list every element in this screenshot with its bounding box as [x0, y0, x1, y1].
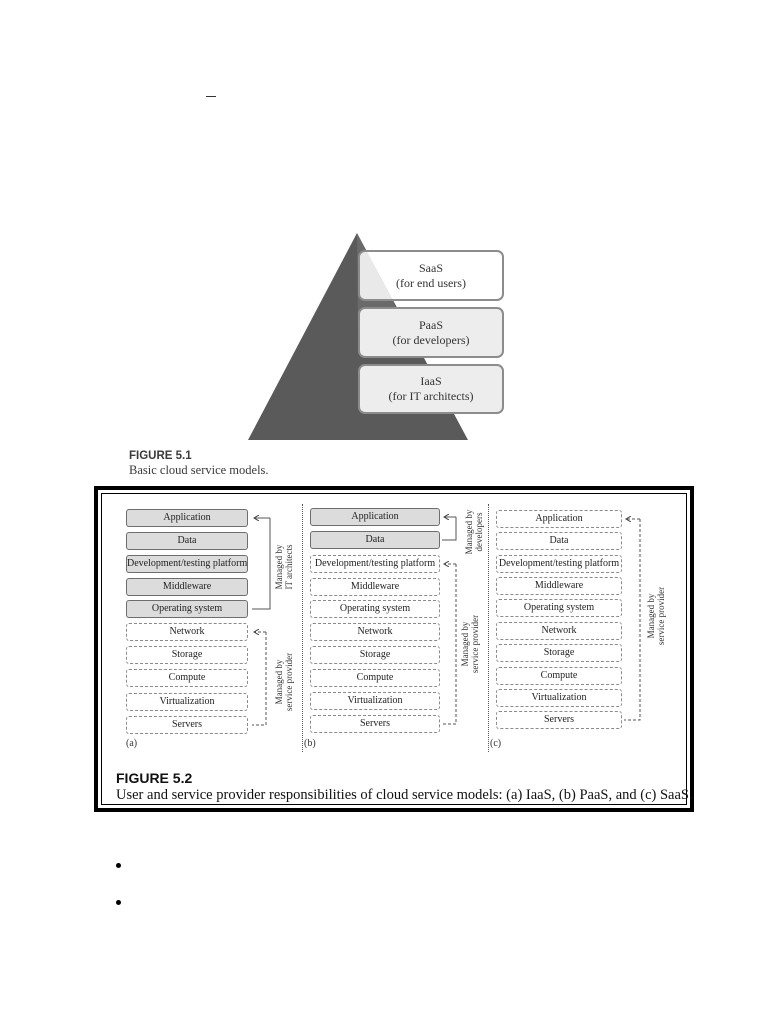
- panel-separator-ab: [302, 504, 303, 752]
- a-layer-middleware: Middleware: [126, 578, 248, 596]
- b-layer-compute: Compute: [310, 669, 440, 687]
- c-layer-middleware: Middleware: [496, 577, 622, 595]
- c-provider-label: Managed by service provider: [646, 586, 666, 646]
- saas-box: SaaS (for end users): [358, 250, 504, 301]
- b-layer-storage: Storage: [310, 646, 440, 664]
- b-user-label: Managed by developers: [464, 509, 484, 555]
- a-layer-os: Operating system: [126, 600, 248, 618]
- bullet-point-1: [116, 863, 121, 868]
- a-layer-network: Network: [126, 623, 248, 641]
- figure-5-2-caption: User and service provider responsibiliti…: [116, 787, 693, 803]
- c-layer-dev-platform: Development/testing platform: [496, 555, 622, 573]
- c-layer-virtualization: Virtualization: [496, 689, 622, 707]
- c-layer-application: Application: [496, 510, 622, 528]
- figure-5-2-number: FIGURE 5.2: [116, 770, 193, 786]
- iaas-box: IaaS (for IT architects): [358, 364, 504, 414]
- c-layer-os: Operating system: [496, 599, 622, 617]
- b-layer-os: Operating system: [310, 600, 440, 618]
- b-layer-dev-platform: Development/testing platform: [310, 555, 440, 573]
- saas-label: SaaS: [419, 260, 443, 275]
- a-layer-dev-platform: Development/testing platform: [126, 555, 248, 573]
- a-layer-servers: Servers: [126, 716, 248, 734]
- b-provider-label: Managed by service provider: [460, 614, 480, 674]
- b-layer-virtualization: Virtualization: [310, 692, 440, 710]
- c-layer-compute: Compute: [496, 667, 622, 685]
- iaas-label: IaaS: [420, 374, 442, 388]
- b-layer-middleware: Middleware: [310, 578, 440, 596]
- a-layer-data: Data: [126, 532, 248, 550]
- b-layer-data: Data: [310, 531, 440, 549]
- c-layer-network: Network: [496, 622, 622, 640]
- c-layer-data: Data: [496, 532, 622, 550]
- panel-c-label: (c): [490, 738, 502, 749]
- paas-audience: (for developers): [392, 332, 470, 347]
- a-layer-application: Application: [126, 509, 248, 527]
- figure-5-1-number: FIGURE 5.1: [129, 450, 192, 462]
- c-layer-storage: Storage: [496, 644, 622, 662]
- a-layer-storage: Storage: [126, 646, 248, 664]
- a-provider-label: Managed by service provider: [274, 652, 294, 712]
- panel-separator-bc: [488, 504, 489, 752]
- b-layer-servers: Servers: [310, 715, 440, 733]
- paas-label: PaaS: [419, 317, 443, 332]
- b-layer-network: Network: [310, 623, 440, 641]
- figure-5-1-text: Basic cloud service models.: [129, 463, 269, 477]
- a-layer-compute: Compute: [126, 669, 248, 687]
- figure-5-1-caption: FIGURE 5.1 Basic cloud service models.: [129, 449, 269, 477]
- iaas-audience: (for IT architects): [388, 389, 474, 403]
- saas-audience: (for end users): [396, 275, 466, 290]
- a-user-label: Managed by IT architects: [274, 544, 294, 590]
- c-layer-servers: Servers: [496, 711, 622, 729]
- paas-box: PaaS (for developers): [358, 307, 504, 358]
- stray-dash-mark: [206, 96, 216, 97]
- panel-a-label: (a): [126, 738, 138, 749]
- a-layer-virtualization: Virtualization: [126, 693, 248, 711]
- b-layer-application: Application: [310, 508, 440, 526]
- panel-b-label: (b): [304, 738, 316, 749]
- bullet-point-2: [116, 900, 121, 905]
